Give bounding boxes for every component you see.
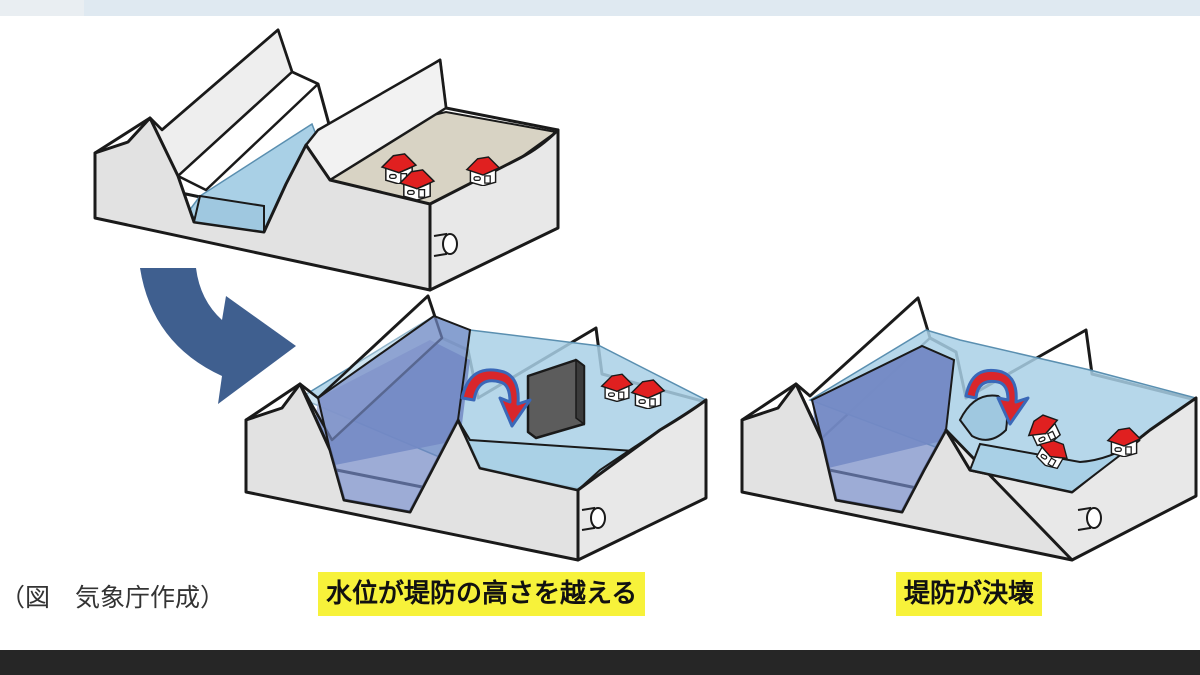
panel-overtop <box>244 294 708 562</box>
bottom-band <box>0 650 1200 675</box>
panel-normal <box>93 28 560 292</box>
breach-label: 堤防が決壊 <box>896 572 1043 616</box>
source-caption: （図 気象庁作成） <box>0 583 226 612</box>
top-band <box>0 0 1200 16</box>
curved-arrow-icon <box>140 268 296 404</box>
levee-diagram <box>93 28 1198 562</box>
panel-breach <box>740 296 1198 562</box>
overflow-arrow-icon <box>460 368 532 428</box>
overflow-arrow-icon <box>964 369 1030 426</box>
overtop-label: 水位が堤防の高さを越える <box>318 572 646 616</box>
top-notch <box>0 0 84 16</box>
